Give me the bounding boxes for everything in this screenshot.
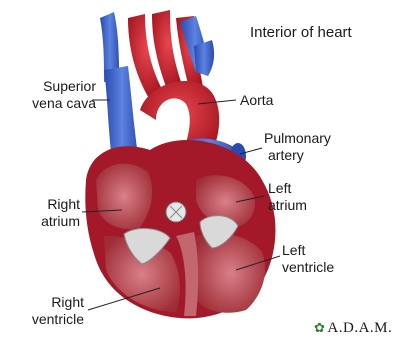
label-superior-vena-cava: Superior vena cava [20, 78, 96, 112]
label-right-ventricle-line2: ventricle [10, 311, 84, 328]
label-pulmonary-artery: Pulmonary artery [264, 130, 331, 164]
label-superior-vena-cava-line1: Superior [20, 78, 96, 95]
label-left-ventricle-line2: ventricle [282, 259, 334, 276]
left-ventricle-chamber [196, 233, 265, 312]
label-right-atrium-line2: atrium [20, 213, 80, 230]
label-left-atrium-line2: atrium [268, 197, 307, 214]
diagram-title: Interior of heart [250, 24, 352, 41]
label-left-atrium-line1: Left [268, 180, 307, 197]
label-right-ventricle-line1: Right [10, 294, 84, 311]
label-right-ventricle: Right ventricle [10, 294, 84, 328]
adam-logo: ✿A.D.A.M. [314, 320, 392, 337]
right-atrium-chamber [96, 164, 152, 230]
label-right-atrium: Right atrium [20, 196, 80, 230]
brand-text: A.D.A.M. [327, 320, 392, 336]
label-pulmonary-artery-line2: artery [264, 147, 331, 164]
label-left-ventricle: Left ventricle [282, 242, 334, 276]
label-pulmonary-artery-line1: Pulmonary [264, 130, 331, 147]
label-left-ventricle-line1: Left [282, 242, 334, 259]
label-right-atrium-line1: Right [20, 196, 80, 213]
label-superior-vena-cava-line2: vena cava [20, 95, 96, 112]
label-aorta: Aorta [240, 92, 273, 109]
leaf-icon: ✿ [314, 320, 325, 335]
label-left-atrium: Left atrium [268, 180, 307, 214]
